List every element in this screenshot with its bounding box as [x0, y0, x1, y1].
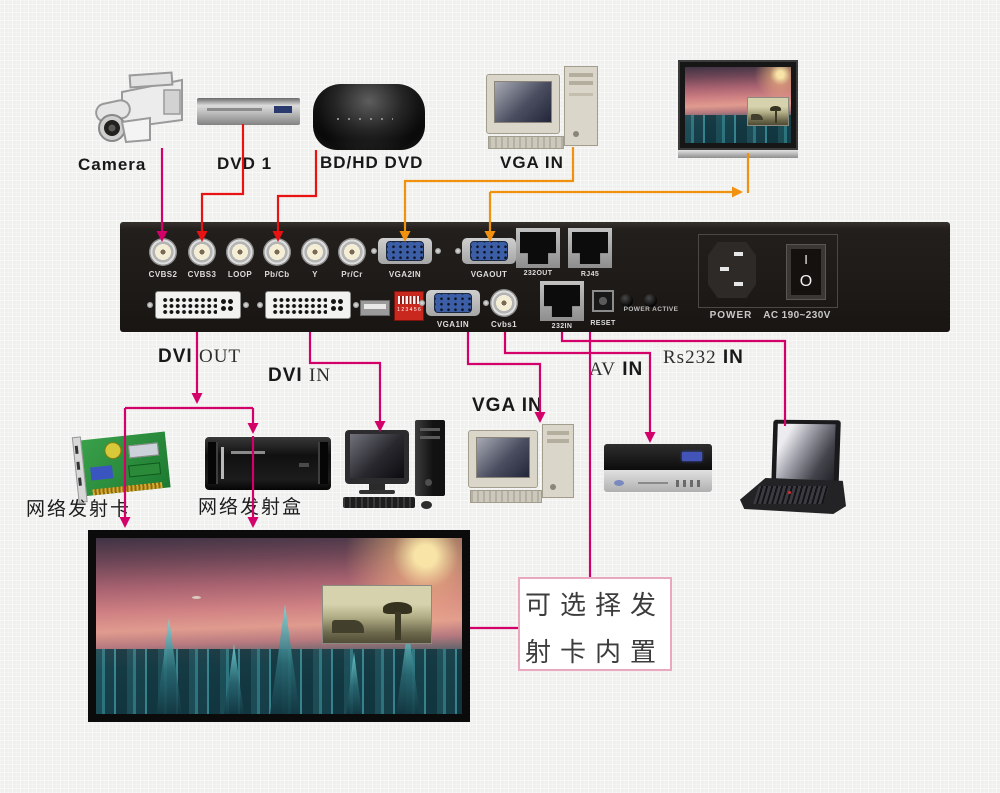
vga-in-top-label: VGA IN: [500, 153, 564, 172]
box-handle-left: [208, 442, 218, 484]
bd-hd-dvd-device: [313, 84, 425, 150]
dvi-in-port: [265, 291, 351, 319]
note-line-1: 可选择发: [524, 591, 665, 620]
power-section-frame: [698, 234, 838, 308]
active-led: [644, 294, 657, 307]
bnc-label-pbcb: Pb/Cb: [264, 270, 290, 279]
bnc-port-cvbs2: [149, 238, 177, 266]
pip-inset-small: [747, 97, 789, 126]
camera-label: Camera: [78, 155, 147, 174]
pc-tower-2: [542, 424, 574, 498]
dvi-out-label: DVI OUT: [158, 346, 242, 367]
preview-monitor-device: [678, 60, 798, 150]
switch-off-glyph: O: [799, 273, 813, 290]
network-box-device: [205, 437, 331, 490]
keyboard-black: [343, 497, 415, 508]
reset-label: RESET: [590, 320, 616, 327]
bnc-port-loop: [226, 238, 254, 266]
bnc-port-y: [301, 238, 329, 266]
dip-switch: 1 2 3 4 5 6: [394, 291, 424, 321]
dvi-in-label: DVI IN: [268, 365, 332, 386]
dvi-pc-device: [343, 420, 449, 509]
vga2in-port: [378, 238, 432, 264]
keyboard-2: [470, 490, 542, 503]
bnc-label-cvbs3: CVBS3: [187, 270, 217, 279]
power-label: POWER: [709, 310, 753, 321]
vga2in-label: VGA2IN: [388, 270, 422, 279]
pip-inset-large: [322, 585, 432, 644]
power-switch: I O: [786, 244, 826, 300]
ac-inlet: [708, 242, 756, 298]
lcd-monitor: [345, 430, 409, 484]
flying-vehicle: [192, 596, 201, 599]
dvi-out-port: [155, 291, 241, 319]
bd-label: BD/HD DVD: [320, 153, 424, 172]
bnc-label-y: Y: [312, 270, 318, 279]
bnc-label-loop: LOOP: [227, 270, 253, 279]
note-box: 可选择发 射卡内置: [518, 577, 672, 671]
bnc-label-prcr: Pr/Cr: [341, 270, 363, 279]
power-led: [620, 294, 633, 307]
laptop-screen: [771, 419, 841, 489]
laptop-device: [740, 419, 848, 516]
pc-tower-black: [415, 420, 445, 496]
dvd-tray: [207, 108, 262, 111]
av-display: [682, 452, 702, 461]
mouse: [421, 501, 432, 509]
power-active-label: POWER ACTIVE: [623, 306, 679, 313]
crt-monitor: [486, 74, 560, 134]
keyboard: [488, 136, 564, 149]
crt-monitor-2: [468, 430, 538, 488]
preview-monitor-stand: [678, 150, 798, 158]
pc-tower: [564, 66, 598, 146]
cvbs1-label: Cvbs1: [490, 320, 518, 329]
vga-pc-bottom-device: [468, 424, 578, 506]
vgaout-port: [462, 238, 516, 264]
camera-device: [92, 70, 188, 152]
dvd-label: DVD 1: [217, 154, 273, 173]
bnc-label-cvbs2: CVBS2: [148, 270, 178, 279]
network-card-label: 网络发射卡: [26, 499, 132, 520]
vgaout-label: VGAOUT: [470, 270, 508, 279]
laptop-base: [740, 478, 846, 514]
bnc-port-cvbs3: [188, 238, 216, 266]
reset-button: [592, 290, 614, 312]
ac-rating-label: AC 190~230V: [763, 310, 831, 321]
av-in-label: AV IN: [589, 359, 644, 380]
camera-icon: [95, 71, 183, 144]
rs232-out-port: [516, 228, 560, 268]
bnc-port-pbcb: [263, 238, 291, 266]
vga-pc-top-device: [486, 66, 604, 152]
card-pcb: [81, 431, 171, 497]
rs232-out-label: 232OUT: [523, 270, 553, 277]
dvd-player-device: [197, 98, 300, 125]
dvd-display: [274, 106, 292, 113]
bd-leds: [337, 118, 393, 120]
rs232-in-port-label: 232IN: [551, 323, 573, 330]
switch-on-glyph: I: [804, 252, 808, 267]
usb-port: [360, 300, 390, 316]
av-player-device: [604, 444, 712, 492]
dip-numbers: 1 2 3 4 5 6: [397, 307, 421, 313]
rs232-in-port: [540, 281, 584, 321]
rj45-port: [568, 228, 612, 268]
vga1in-label: VGA1IN: [436, 320, 470, 329]
box-handle-right: [318, 442, 328, 484]
cvbs1-port: [490, 289, 518, 317]
led-screen: [88, 530, 470, 722]
bnc-port-prcr: [338, 238, 366, 266]
vga1in-port: [426, 290, 480, 316]
preview-monitor-image: [685, 67, 791, 143]
vga-in-mid-label: VGA IN: [472, 395, 543, 416]
network-box-label: 网络发射盒: [198, 497, 304, 518]
rs232-in-label: Rs232 IN: [663, 347, 744, 368]
rj45-label: RJ45: [580, 271, 600, 278]
note-line-2: 射卡内置: [524, 638, 665, 667]
